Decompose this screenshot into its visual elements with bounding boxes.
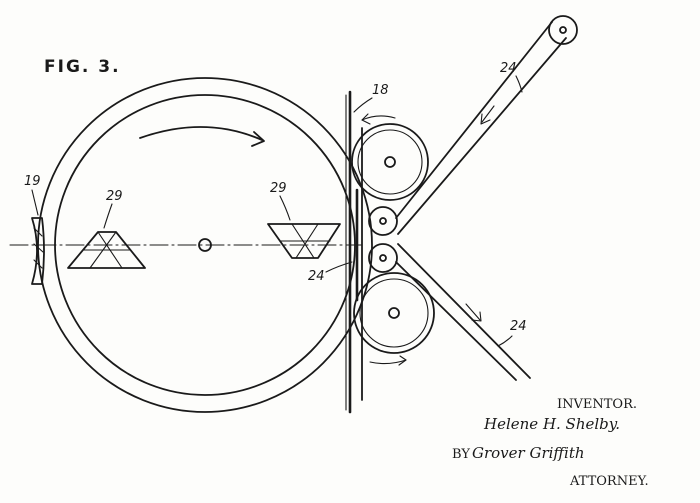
upper-small-roller [368,206,398,236]
rotation-arrow [139,126,263,141]
by-label: BY [452,447,470,462]
film-lower-arrow [465,303,481,321]
lens-19 [31,217,45,285]
gate-18 [345,90,359,414]
film-lower-strip [395,243,531,381]
leader-prism-right [279,195,291,221]
prism-left [67,231,146,269]
rotation-arrowhead [251,131,265,147]
inventor-name: Helene H. Shelby. [483,415,620,433]
label-lens: 19 [24,174,41,189]
leader-lens [31,189,39,216]
label-prism-left: 29 [106,189,123,204]
upper-roller-arrow [361,115,396,121]
label-film-near-gate: 24 [308,269,325,284]
lower-roller-arrowhead [398,355,407,366]
upper-roller-arrowhead [361,113,371,125]
lower-large-roller [353,272,435,354]
film-upper-arrow [481,105,495,123]
lower-roller-arrow [369,359,407,365]
figure-title: FIG. 3. [44,57,121,77]
leader-gate [353,97,373,113]
leader-film-top [515,75,523,93]
upper-large-roller [351,123,429,201]
drum-center-hub [198,238,212,252]
label-prism-right: 29 [270,181,287,196]
leader-film-bottom [497,335,513,347]
film-upper-strip [395,21,567,235]
label-film-bottom: 24 [510,319,527,334]
label-film-top: 24 [500,61,517,76]
leader-prism-left [103,203,113,229]
film-upper-arrowhead [480,113,491,125]
leader-film-near-gate [325,261,353,273]
label-gate: 18 [372,83,389,98]
attorney-caption: ATTORNEY. [569,474,649,489]
top-reel [548,15,578,45]
lower-small-roller [368,243,398,273]
film-lower-arrowhead [471,311,482,322]
prism-right [267,223,341,259]
inventor-caption: INVENTOR. [557,397,637,412]
attorney-signature: Grover Griffith [472,444,585,462]
